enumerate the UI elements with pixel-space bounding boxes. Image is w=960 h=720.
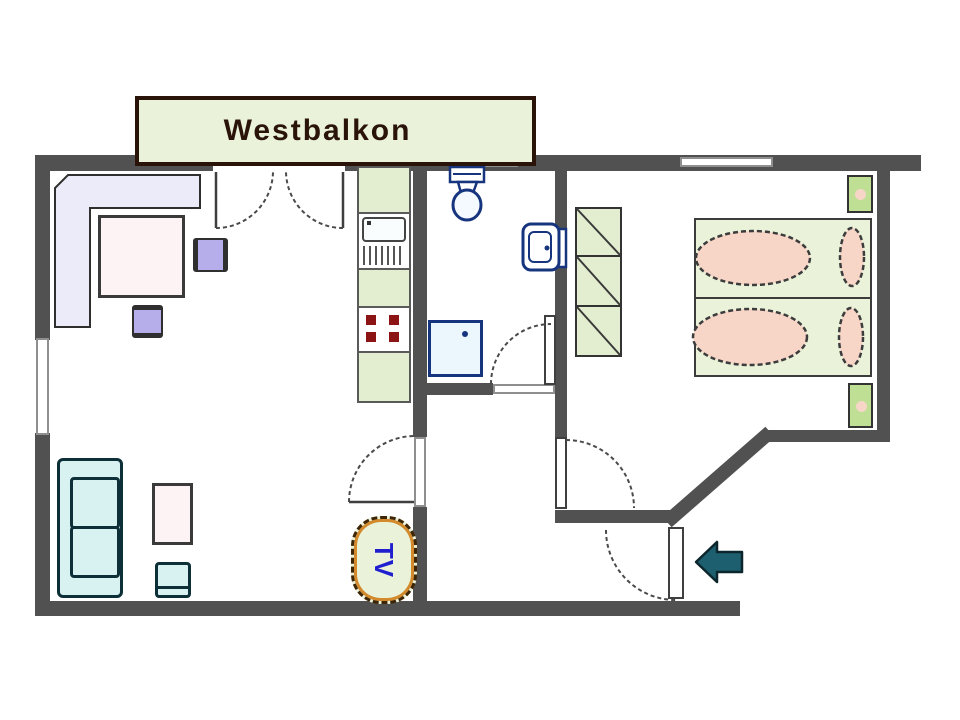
wardrobe-cell-2 — [575, 255, 622, 307]
drainer-line — [387, 246, 389, 265]
shower-icon — [428, 320, 483, 377]
bathroom-door-leaf — [544, 315, 556, 385]
drainer-line — [393, 246, 395, 265]
bedroom-left-wall — [555, 171, 567, 437]
bedroom-door-leaf — [555, 437, 567, 509]
balcony-door-arc-left — [215, 170, 274, 229]
bathroom-door-arc — [490, 323, 552, 385]
stool — [155, 562, 191, 598]
bench-cushion-side — [62, 218, 85, 297]
kitchen-cell-2 — [357, 268, 411, 308]
stool-edge — [158, 586, 188, 589]
stove-icon — [357, 306, 411, 353]
nightstand-dot — [855, 400, 867, 412]
burner — [366, 332, 376, 342]
hall-bedroom-wall — [555, 510, 677, 523]
bathroom-bottom-wall — [427, 383, 493, 395]
nightstand-bottom — [848, 383, 873, 428]
living-hall-wall-upper — [413, 171, 427, 437]
bathroom-door-frame — [493, 384, 555, 394]
bed-top-half — [694, 218, 872, 299]
coffee-table — [152, 483, 193, 545]
drainer-line — [399, 246, 401, 265]
wardrobe-cell-3 — [575, 305, 622, 357]
balcony-label-box: Westbalkon — [135, 96, 536, 166]
nightstand-dot — [855, 189, 866, 200]
toilet-icon — [448, 165, 486, 222]
sofa-cushion-bottom — [70, 526, 120, 578]
tv-badge: TV — [351, 516, 417, 604]
burner — [389, 332, 399, 342]
diagonal-wall — [662, 426, 775, 528]
living-door-frame — [414, 437, 426, 507]
living-window — [36, 338, 49, 435]
sofa-cushion-top — [70, 477, 120, 529]
nightstand-top — [847, 175, 873, 213]
bedroom-right-wall — [877, 171, 890, 442]
bedroom-window — [680, 157, 773, 167]
kitchen-cell-3 — [357, 351, 411, 403]
entrance-arrow-icon — [694, 540, 744, 584]
chair-bottom — [132, 305, 163, 338]
drainer-line — [369, 246, 371, 265]
shower-head-dot — [462, 331, 468, 337]
balcony-door-arc-right — [285, 170, 344, 229]
bedroom-bottom-wall — [763, 430, 890, 442]
left-wall-lower — [35, 433, 50, 616]
dining-table — [98, 215, 185, 298]
drainer-line — [375, 246, 377, 265]
bottom-wall — [35, 601, 740, 616]
kitchen-sink-drain-dot — [367, 221, 371, 225]
burner — [389, 315, 399, 325]
drainer-line — [381, 246, 383, 265]
drainer-line — [363, 246, 365, 265]
bench-cushion-top — [103, 180, 179, 201]
living-door-arc — [348, 435, 416, 503]
bed-bottom-half — [694, 297, 872, 377]
balcony-label: Westbalkon — [223, 114, 412, 147]
chair-right — [193, 238, 228, 272]
kitchen-cell-1 — [357, 166, 411, 214]
left-wall-upper — [35, 171, 50, 340]
wardrobe-cell-1 — [575, 207, 622, 257]
entrance-door-leaf — [668, 527, 684, 599]
burner — [366, 315, 376, 325]
bedroom-door-arc — [565, 439, 635, 509]
entrance-door-arc — [605, 529, 677, 601]
tv-label: TV — [369, 542, 400, 578]
